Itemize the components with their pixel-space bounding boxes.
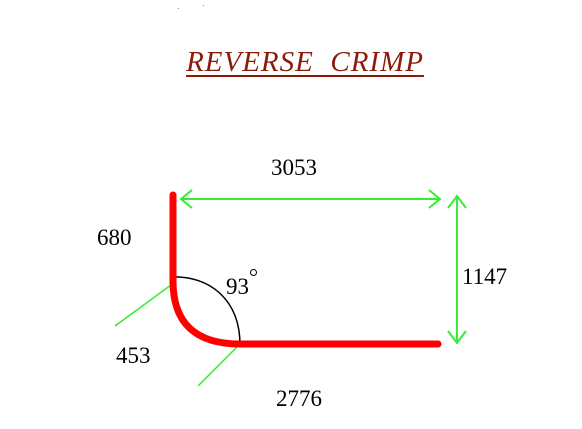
top-width-dimension-arrow	[179, 189, 442, 209]
degree-symbol-icon	[250, 269, 257, 276]
diagram-title: REVERSE CRIMP	[186, 46, 424, 78]
speck-mark	[203, 5, 204, 6]
right-height-dimension-arrow	[447, 194, 467, 345]
top-width-label: 3053	[271, 155, 317, 180]
angle-label: 93	[226, 274, 249, 299]
right-height-label: 1147	[462, 264, 508, 289]
vertical-leg-label: 680	[97, 225, 132, 250]
crimp-profile-line	[169, 191, 442, 348]
angle-arc	[169, 276, 241, 346]
bend-radius-leader-lines	[114, 284, 241, 387]
speck-mark	[178, 8, 179, 9]
bend-radius-label: 453	[116, 343, 151, 368]
bottom-length-label: 2776	[276, 386, 322, 411]
